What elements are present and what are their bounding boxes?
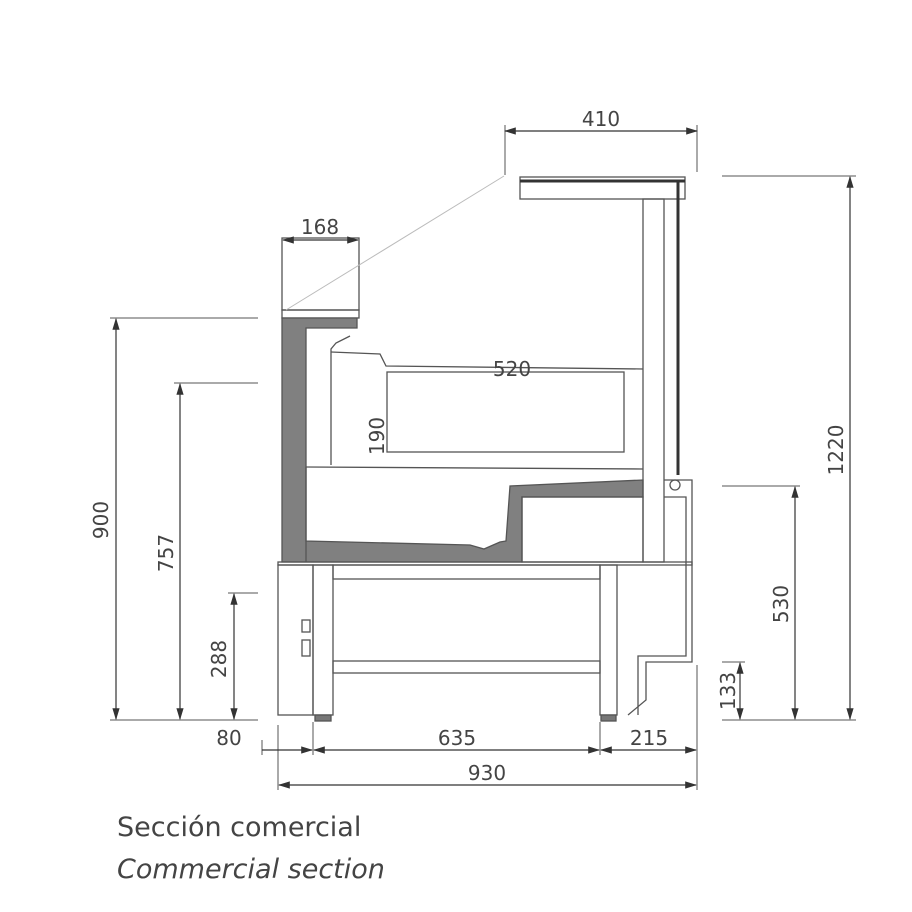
dim-label-635: 635 [438,726,476,750]
rear-leg [599,564,618,716]
caption-english: Commercial section [117,854,385,885]
dim-label-133: 133 [716,672,740,710]
top-shelf-box [281,237,360,311]
dim-label-190: 190 [365,417,389,455]
dim-label-80: 80 [216,726,241,750]
dim-label-288: 288 [207,640,231,678]
dim-label-1220: 1220 [824,425,848,476]
dim-label-520: 520 [493,357,531,381]
dim-label-530: 530 [769,585,793,623]
dim-label-757: 757 [154,534,178,572]
dim-label-168: 168 [301,215,339,239]
dim-label-410: 410 [582,107,620,131]
gastronorm-pan [386,371,625,453]
caption-spanish: Sección comercial [117,812,362,843]
dim-label-930: 930 [468,761,506,785]
dim-label-215: 215 [630,726,668,750]
dim-label-900: 900 [89,501,113,539]
front-leg [312,564,334,716]
top-canopy [519,176,686,200]
rear-column [642,198,665,563]
insulated-body-section [281,317,644,563]
